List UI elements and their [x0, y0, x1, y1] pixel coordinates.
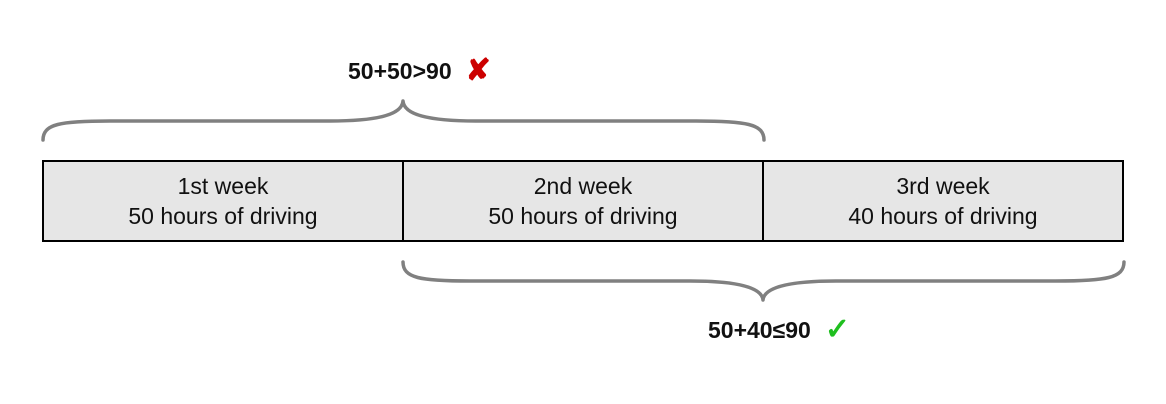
cross-icon: ✘: [465, 54, 491, 87]
week-cell-1: 1st week 50 hours of driving: [44, 162, 402, 240]
week-detail: 50 hours of driving: [128, 203, 318, 229]
bottom-annotation: 50+40≤90 ✓: [708, 315, 850, 345]
week-label: 2nd week: [533, 173, 633, 199]
week-cell-3: 3rd week 40 hours of driving: [762, 162, 1122, 240]
bottom-brace-path: [401, 260, 1126, 302]
week-label: 3rd week: [896, 173, 990, 199]
bottom-annotation-text: 50+40≤90: [708, 316, 811, 343]
top-brace-path: [41, 99, 766, 142]
check-icon: ✓: [824, 313, 850, 346]
top-annotation-text: 50+50>90: [348, 57, 452, 84]
week-cell-2: 2nd week 50 hours of driving: [402, 162, 762, 240]
top-annotation: 50+50>90 ✘: [348, 56, 491, 86]
week-detail: 40 hours of driving: [848, 203, 1038, 229]
week-detail: 50 hours of driving: [488, 203, 678, 229]
weeks-table: 1st week 50 hours of driving 2nd week 50…: [42, 160, 1124, 242]
week-label: 1st week: [177, 173, 269, 199]
